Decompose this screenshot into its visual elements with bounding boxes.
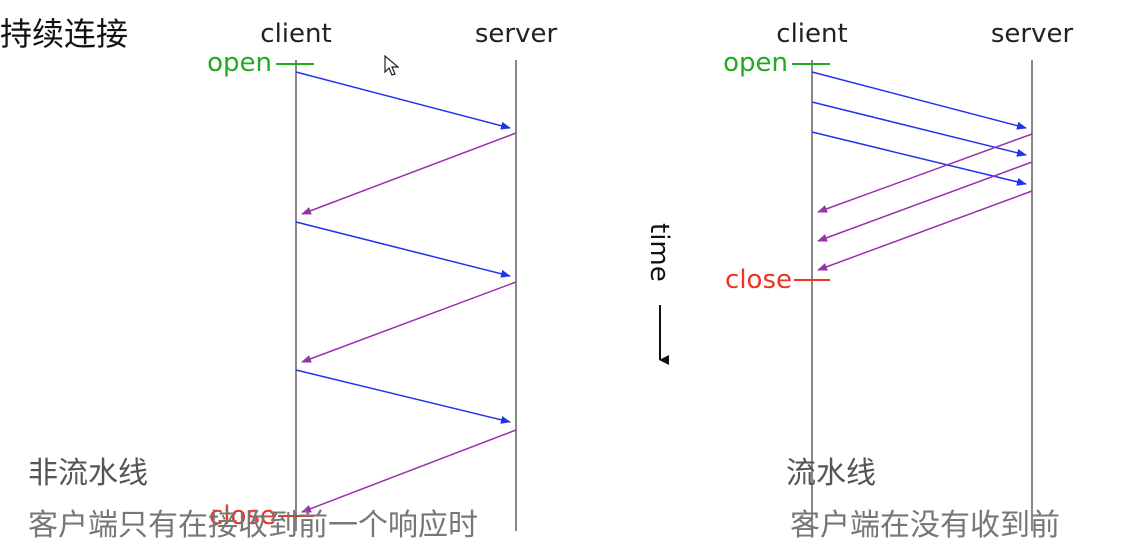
right-request-arrow-2	[811, 101, 1027, 157]
right-request-arrow-1	[811, 71, 1027, 130]
left-client-label: client	[260, 19, 331, 49]
left-close-label: close	[209, 501, 276, 531]
mouse-pointer-icon	[384, 55, 400, 76]
right-open-label: open	[723, 48, 788, 78]
pipelined-diagram: client server open close	[723, 19, 1073, 531]
time-indicator: time	[644, 223, 674, 365]
right-response-arrow-3	[817, 190, 1033, 271]
left-response-arrow-1	[301, 132, 517, 215]
left-server-label: server	[475, 19, 558, 49]
left-request-arrow-3	[295, 369, 511, 424]
left-response-arrow-3	[301, 429, 517, 513]
right-request-arrow-3	[811, 131, 1027, 186]
non-pipelined-caption: 非流水线	[28, 456, 148, 491]
right-response-arrow-2	[817, 161, 1033, 242]
left-response-arrow-2	[301, 281, 517, 363]
non-pipelined-diagram: client server open close	[207, 19, 557, 531]
time-label: time	[644, 223, 674, 282]
non-pipelined-description: 客户端只有在接收到前一个响应时	[28, 508, 478, 543]
right-client-label: client	[776, 19, 847, 49]
diagram-canvas: client server open close time client ser…	[207, 19, 1073, 531]
page-title: 持续连接	[0, 15, 129, 53]
left-request-arrow-1	[295, 71, 511, 130]
left-request-arrow-2	[295, 221, 511, 278]
right-response-arrow-1	[817, 133, 1033, 213]
right-close-label: close	[725, 265, 792, 295]
right-server-label: server	[991, 19, 1074, 49]
pipelined-description: 客户端在没有收到前	[790, 508, 1060, 543]
pipelined-caption: 流水线	[786, 456, 876, 491]
left-open-label: open	[207, 48, 272, 78]
